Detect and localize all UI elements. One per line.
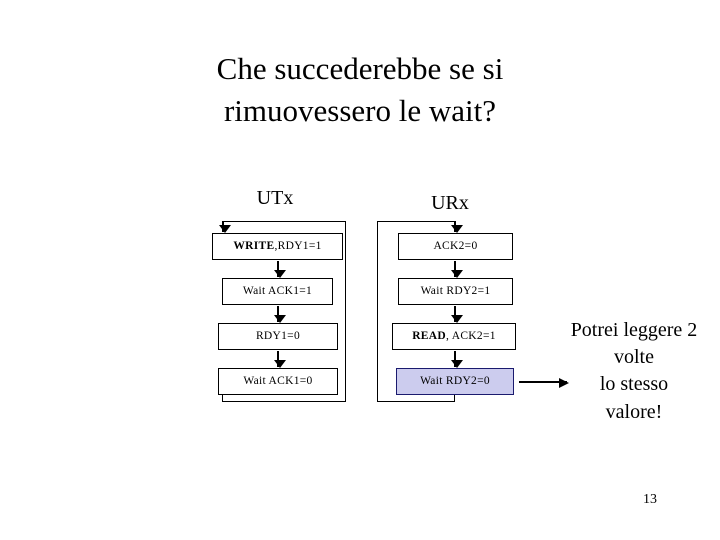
column-header-urx: URx [431, 192, 469, 214]
utx-step-3: RDY1=0 [218, 323, 338, 350]
urx-step-2-label: Wait RDY2=1 [420, 284, 491, 297]
page-title: Che succederebbe se si rimuovessero le w… [216, 51, 504, 128]
utx-step-4: Wait ACK1=0 [218, 368, 338, 395]
urx-step-1-label: ACK2=0 [433, 239, 478, 252]
utx-connector-1-2 [274, 261, 286, 278]
urx-step-4-highlighted: Wait RDY2=0 [396, 368, 514, 395]
annotation-pointer-arrow [519, 378, 569, 388]
column-header-utx: UTx [256, 187, 294, 209]
urx-step-3: READ, ACK2=1 [392, 323, 516, 350]
urx-loop-bottom-stub [454, 391, 455, 402]
utx-step-2-label: Wait ACK1=1 [242, 284, 313, 297]
urx-loop-bottom-edge [377, 401, 455, 402]
utx-step-1-label-rest: ,RDY1=1 [274, 239, 322, 252]
urx-step-4-label: Wait RDY2=0 [420, 374, 490, 387]
urx-loop-entry-arrow [451, 221, 463, 233]
urx-connector-1-2 [451, 261, 463, 278]
utx-step-4-label: Wait ACK1=0 [243, 374, 313, 387]
utx-loop-bottom-stub [222, 391, 223, 402]
urx-step-2: Wait RDY2=1 [398, 278, 513, 305]
urx-connector-3-4 [451, 351, 463, 368]
page-number: 13 [643, 492, 657, 507]
urx-step-1: ACK2=0 [398, 233, 513, 260]
utx-step-3-label: RDY1=0 [255, 329, 301, 342]
utx-loop-top-edge [222, 221, 346, 222]
urx-loop-left-edge [377, 221, 378, 402]
urx-connector-2-3 [451, 306, 463, 323]
utx-step-1-label-bold: WRITE [233, 239, 275, 252]
annotation-text: Potrei leggere 2 volte lo stesso valore! [570, 319, 698, 423]
urx-step-3-label-bold: READ [412, 329, 446, 342]
utx-step-2: Wait ACK1=1 [222, 278, 333, 305]
urx-loop-top-edge [377, 221, 455, 222]
utx-loop-entry-arrow [219, 221, 231, 233]
urx-step-3-label-rest: , ACK2=1 [446, 329, 496, 342]
utx-step-1: WRITE,RDY1=1 [212, 233, 343, 260]
utx-loop-bottom-edge [222, 401, 346, 402]
utx-connector-2-3 [274, 306, 286, 323]
utx-connector-3-4 [274, 351, 286, 368]
utx-loop-right-edge [345, 221, 346, 402]
